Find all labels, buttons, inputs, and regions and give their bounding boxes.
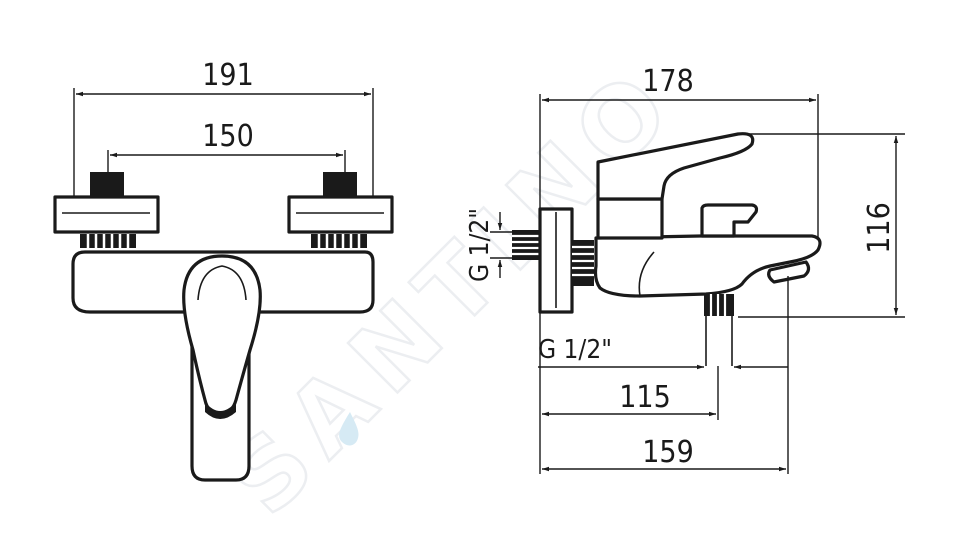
dimension-overall-width: 191 bbox=[73, 58, 374, 196]
dimension-inlet-spacing: 150 bbox=[107, 119, 346, 172]
dimension-spout-reach: 159 bbox=[542, 276, 789, 474]
cartridge bbox=[596, 197, 664, 240]
bottom-outlet bbox=[704, 294, 734, 366]
spout-aerator bbox=[767, 260, 811, 284]
water-drop-icon bbox=[339, 412, 359, 446]
dimension-overall-depth: 178 bbox=[539, 64, 819, 240]
dimension-191-label: 191 bbox=[202, 58, 254, 93]
diverter-knob bbox=[700, 203, 759, 238]
dimension-159-label: 159 bbox=[642, 435, 694, 470]
dimension-178-label: 178 bbox=[642, 64, 694, 99]
dimension-116-label: 116 bbox=[862, 202, 897, 254]
bottom-thread-label: G 1/2" bbox=[538, 335, 612, 365]
dimension-height: 116 bbox=[738, 133, 905, 318]
front-view: 191 150 bbox=[53, 58, 394, 482]
dimension-outlet-offset: 115 bbox=[539, 312, 719, 474]
right-inlet bbox=[287, 172, 394, 248]
left-inlet bbox=[53, 172, 160, 248]
dimension-150-label: 150 bbox=[202, 119, 254, 154]
wall-connector bbox=[512, 207, 594, 314]
side-lever bbox=[596, 132, 755, 201]
side-view: 178 116 G 1/2" bbox=[465, 64, 905, 474]
dimension-115-label: 115 bbox=[619, 380, 671, 415]
bottom-thread-callout: G 1/2" bbox=[538, 335, 788, 370]
wall-thread-label: G 1/2" bbox=[465, 208, 495, 282]
wall-thread-callout: G 1/2" bbox=[465, 208, 512, 282]
side-body bbox=[593, 234, 822, 298]
